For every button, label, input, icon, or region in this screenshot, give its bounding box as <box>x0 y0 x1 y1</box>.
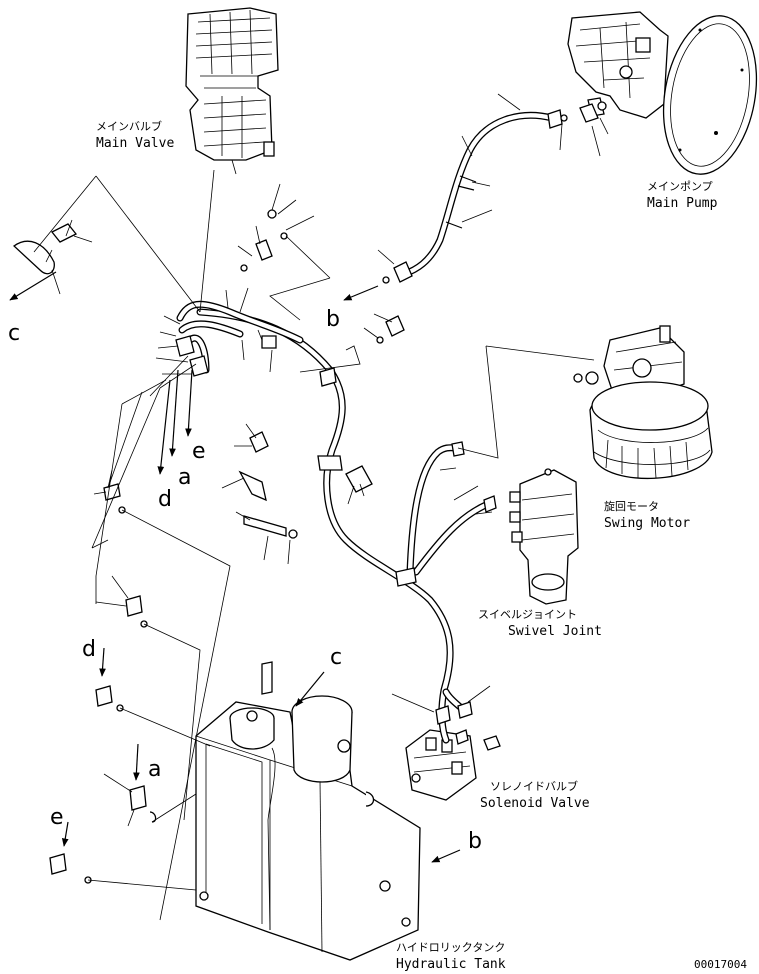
solenoid-valve-en-label: Solenoid Valve <box>480 796 590 811</box>
swing-motor-jp-label: 旋回モータ <box>604 499 659 513</box>
marker-d-1: d <box>158 487 172 512</box>
marker-c-2: c <box>330 645 342 670</box>
fittings <box>12 103 599 884</box>
drawing-code: 00017004 <box>694 958 747 971</box>
swivel-joint-jp-label: スイベルジョイント <box>478 608 577 621</box>
hose-clamps <box>261 109 563 725</box>
leader-lines <box>33 93 609 921</box>
hydraulic-tank-jp-label: ハイドロリックタンク <box>396 941 505 954</box>
hydraulic-tank-en-label: Hydraulic Tank <box>396 957 506 972</box>
marker-e-1: e <box>192 439 206 464</box>
marker-e-2: e <box>50 805 64 830</box>
swivel-joint <box>509 468 579 605</box>
marker-b-2: b <box>468 829 482 854</box>
swivel-joint-en-label: Swivel Joint <box>508 624 602 639</box>
marker-d-2: d <box>82 637 96 662</box>
marker-b-1: b <box>326 307 340 332</box>
solenoid-valve <box>405 729 501 801</box>
main-pump-jp-label: メインポンプ <box>647 180 713 193</box>
main-pump-en-label: Main Pump <box>647 196 718 211</box>
arrows <box>9 271 461 863</box>
main-pump <box>567 11 758 175</box>
marker-c-1: c <box>8 321 20 346</box>
main-valve-jp-label: メインバルブ <box>96 119 162 133</box>
hydraulic-tank <box>195 661 421 961</box>
main-valve <box>185 7 279 175</box>
swing-motor <box>585 325 713 480</box>
marker-a-1: a <box>178 465 191 490</box>
marker-a-2: a <box>148 757 161 782</box>
main-valve-en-label: Main Valve <box>96 136 174 151</box>
hoses <box>176 111 556 744</box>
solenoid-valve-jp-label: ソレノイドバルブ <box>490 779 578 793</box>
swing-motor-en-label: Swing Motor <box>604 516 690 531</box>
